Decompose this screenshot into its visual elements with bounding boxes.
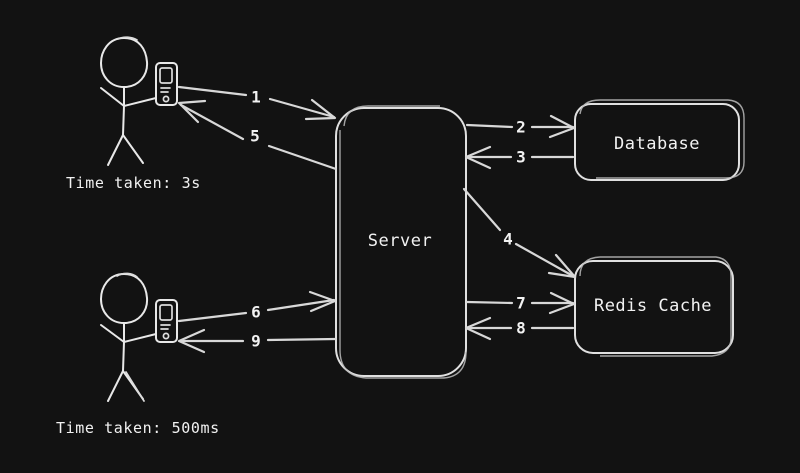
edge-label-8: 8	[516, 318, 526, 338]
edge-label-7: 7	[516, 293, 526, 313]
edge-2	[465, 114, 576, 139]
edge-label-4: 4	[503, 229, 513, 249]
server-label: Server	[367, 231, 433, 251]
database-box[interactable]	[574, 99, 745, 181]
database-label: Database	[614, 134, 700, 154]
caption-time-taken-top: Time taken: 3s	[66, 174, 201, 192]
edge-5	[177, 99, 338, 171]
edge-label-3: 3	[516, 147, 526, 167]
edge-9	[177, 328, 338, 354]
redis-cache-box[interactable]	[574, 256, 734, 357]
edge-4	[462, 187, 577, 279]
redis-cache-label: Redis Cache	[593, 296, 713, 316]
stick-figure-bottom	[100, 272, 157, 402]
stick-figure-top	[100, 36, 157, 166]
edge-1	[177, 85, 337, 121]
server-box[interactable]	[335, 105, 467, 379]
edge-label-1: 1	[251, 87, 261, 107]
edge-3	[464, 145, 575, 170]
edge-label-5: 5	[250, 126, 260, 146]
phone-bottom	[155, 299, 178, 343]
edge-label-9: 9	[251, 331, 261, 351]
edge-8	[464, 316, 575, 341]
edge-6	[177, 290, 337, 323]
phone-top	[155, 62, 178, 106]
edge-label-6: 6	[251, 302, 261, 322]
caption-time-taken-bottom: Time taken: 500ms	[56, 419, 220, 437]
edge-label-2: 2	[516, 117, 526, 137]
edge-7	[465, 291, 576, 315]
